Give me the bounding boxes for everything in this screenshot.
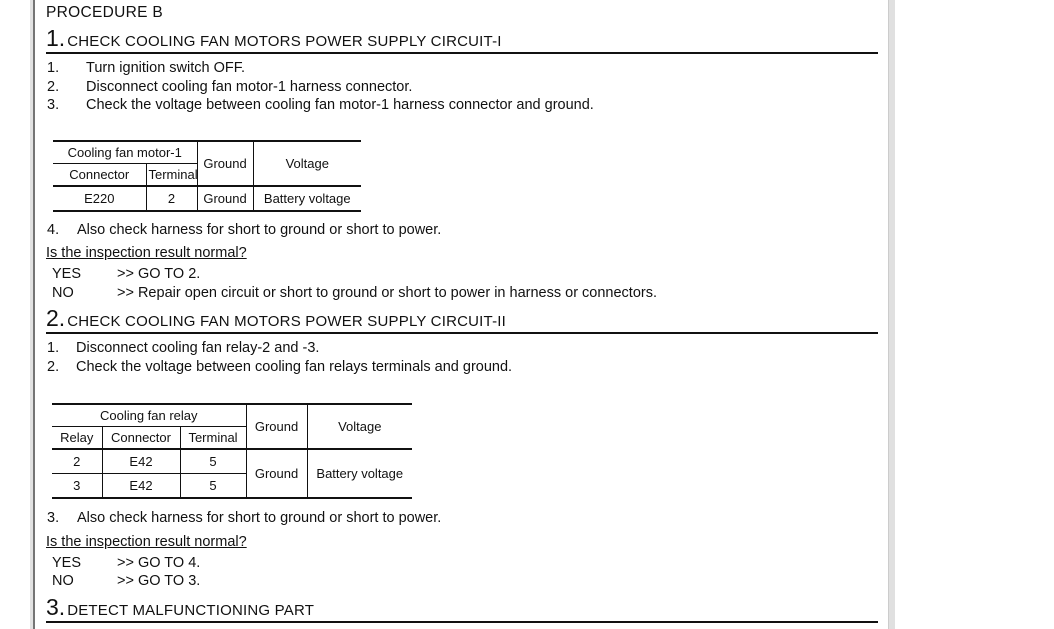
- section-3-number: 3.: [46, 593, 66, 620]
- step-text: Check the voltage between cooling fan mo…: [86, 97, 594, 113]
- table-header-voltage: Voltage: [252, 140, 362, 186]
- step-number: 2.: [47, 78, 60, 95]
- section-2-steps: 1. Disconnect cooling fan relay-2 and -3…: [46, 339, 878, 376]
- procedure-document: PROCEDURE B 1. CHECK COOLING FAN MOTORS …: [46, 0, 878, 623]
- step-text: Check the voltage between cooling fan re…: [76, 358, 513, 375]
- result-row-yes: YES >> GO TO 2.: [46, 265, 878, 284]
- step-item: 1. Turn ignition switch OFF.: [46, 59, 878, 78]
- result-text: >> GO TO 2.: [117, 266, 201, 282]
- section-1-heading: 1. CHECK COOLING FAN MOTORS POWER SUPPLY…: [46, 25, 878, 54]
- result-row-yes: YES >> GO TO 4.: [46, 554, 878, 573]
- step-item: 1. Disconnect cooling fan relay-2 and -3…: [46, 339, 878, 358]
- section-3-title: DETECT MALFUNCTIONING PART: [67, 601, 315, 619]
- step-item: 3. Check the voltage between cooling fan…: [46, 96, 878, 115]
- page-left-edge: [30, 0, 35, 629]
- cell-connector: E42: [101, 473, 181, 499]
- result-label: YES: [52, 554, 82, 571]
- cell-ground: Ground: [196, 185, 254, 211]
- step-text: Turn ignition switch OFF.: [86, 60, 246, 76]
- inspection-question: Is the inspection result normal?: [46, 245, 247, 261]
- table-header-ground: Ground: [196, 140, 254, 186]
- step-number: 4.: [47, 221, 60, 238]
- cell-connector: E220: [53, 185, 147, 211]
- table-header-voltage: Voltage: [306, 403, 413, 450]
- cell-terminal: 2: [145, 185, 198, 211]
- table-header-connector: Connector: [101, 426, 181, 450]
- cell-terminal: 5: [179, 448, 247, 474]
- step-item: 4. Also check harness for short to groun…: [46, 221, 878, 240]
- step-number: 3.: [47, 510, 60, 526]
- result-label: NO: [52, 284, 74, 301]
- table-header-relay: Relay: [52, 426, 103, 450]
- cell-terminal: 5: [179, 473, 247, 499]
- section-2-heading: 2. CHECK COOLING FAN MOTORS POWER SUPPLY…: [46, 305, 878, 334]
- step-text: Disconnect cooling fan motor-1 harness c…: [86, 78, 413, 95]
- result-text: >> Repair open circuit or short to groun…: [117, 284, 658, 301]
- section-3-heading: 3. DETECT MALFUNCTIONING PART: [46, 594, 878, 623]
- voltage-table-motor-1: Cooling fan motor-1 Ground Voltage Conne…: [53, 139, 362, 212]
- result-label: YES: [52, 266, 82, 282]
- step-item: 3. Also check harness for short to groun…: [46, 509, 878, 528]
- result-text: >> GO TO 3.: [117, 573, 201, 589]
- table-header-terminal: Terminal: [145, 162, 198, 186]
- result-label: NO: [52, 573, 74, 589]
- table-row: E220 2 Ground Battery voltage: [53, 185, 362, 211]
- table-row: 3 E42 5: [52, 473, 412, 499]
- result-text: >> GO TO 4.: [117, 554, 201, 571]
- inspection-question: Is the inspection result normal?: [46, 533, 247, 550]
- table-row: 2 E42 5 Ground Battery voltage: [52, 448, 413, 499]
- cell-voltage: Battery voltage: [252, 185, 362, 211]
- section-1-results: YES >> GO TO 2. NO >> Repair open circui…: [46, 265, 878, 302]
- section-1-title: CHECK COOLING FAN MOTORS POWER SUPPLY CI…: [67, 33, 502, 50]
- step-text: Also check harness for short to ground o…: [77, 510, 442, 526]
- step-number: 1.: [47, 60, 60, 76]
- section-2-results: YES >> GO TO 4. NO >> GO TO 3.: [46, 554, 878, 591]
- step-item: 2. Check the voltage between cooling fan…: [46, 358, 878, 377]
- voltage-table-relays: Cooling fan relay Ground Voltage Relay C…: [52, 403, 413, 499]
- result-row-no: NO >> GO TO 3.: [46, 572, 878, 591]
- table-header-group: Cooling fan motor-1: [53, 140, 198, 164]
- cell-relay: 3: [52, 473, 103, 499]
- section-1-number: 1.: [46, 25, 66, 51]
- table-header-terminal: Terminal: [179, 426, 247, 450]
- section-2-title: CHECK COOLING FAN MOTORS POWER SUPPLY CI…: [67, 313, 507, 330]
- section-1-steps: 1. Turn ignition switch OFF. 2. Disconne…: [46, 59, 878, 115]
- step-text: Disconnect cooling fan relay-2 and -3.: [76, 340, 320, 356]
- page-right-edge: [888, 0, 895, 629]
- result-row-no: NO >> Repair open circuit or short to gr…: [46, 284, 878, 303]
- table-header-ground: Ground: [245, 403, 308, 450]
- step-text: Also check harness for short to ground o…: [77, 221, 442, 238]
- cell-ground: Ground: [245, 448, 308, 499]
- step-item: 2. Disconnect cooling fan motor-1 harnes…: [46, 78, 878, 97]
- cell-connector: E42: [101, 448, 181, 474]
- table-header-connector: Connector: [53, 162, 147, 186]
- cell-relay: 2: [52, 448, 103, 474]
- step-number: 3.: [47, 97, 60, 113]
- procedure-title: PROCEDURE B: [46, 4, 163, 21]
- table-header-group: Cooling fan relay: [52, 403, 247, 427]
- section-2-number: 2.: [46, 305, 66, 331]
- step-number: 1.: [47, 340, 60, 356]
- cell-voltage: Battery voltage: [306, 448, 413, 499]
- step-number: 2.: [47, 358, 60, 375]
